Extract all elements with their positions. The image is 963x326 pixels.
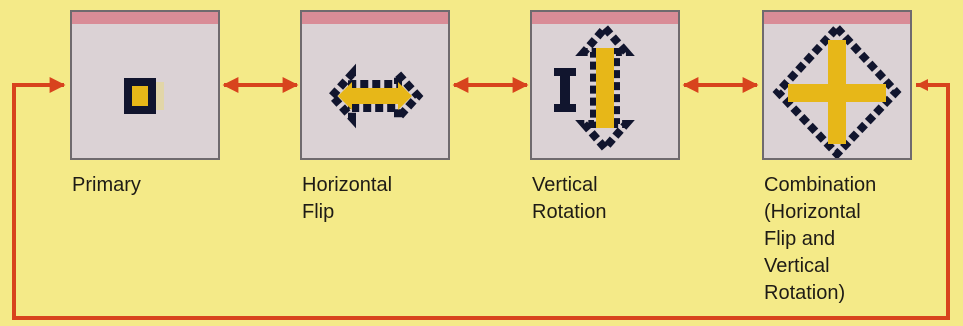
label-horizontal-flip: Horizontal Flip <box>302 174 393 223</box>
return-loop-start-arrowhead <box>916 79 928 91</box>
label-primary: Primary <box>72 174 141 196</box>
label-vertical-rotation: Vertical Rotation <box>532 174 607 223</box>
tile-horizontal-flip <box>300 10 450 160</box>
tile-combination <box>762 10 912 160</box>
horizontal-flip-sprite-icon <box>326 63 424 129</box>
primary-sprite-icon <box>124 78 164 114</box>
vertical-rotation-sprite-icon <box>554 21 635 155</box>
tile-vertical-rotation <box>530 10 680 160</box>
label-combination: Combination (Horizontal Flip and Vertica… <box>764 174 877 304</box>
return-loop-arrow <box>12 77 950 320</box>
combination-sprite-icon <box>772 22 902 158</box>
tile-primary <box>70 10 220 160</box>
